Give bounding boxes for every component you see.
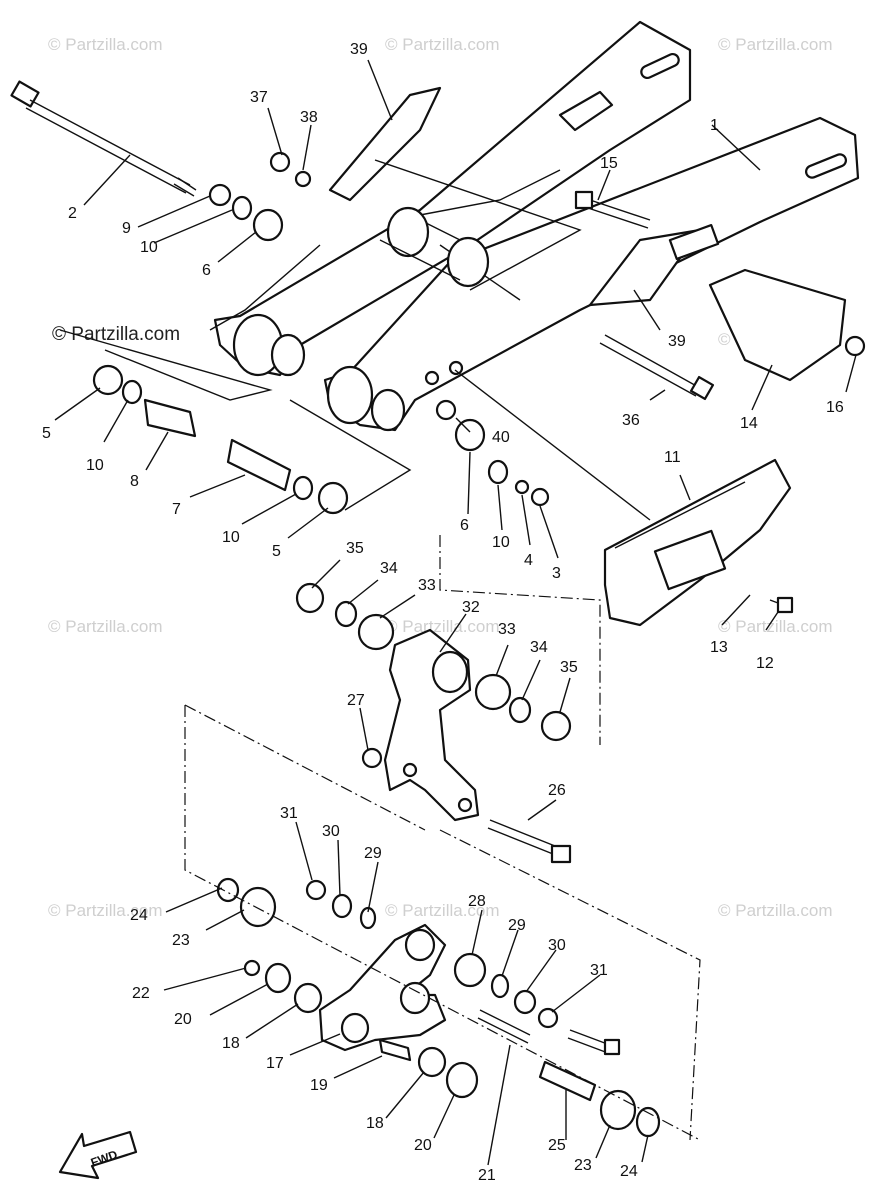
callout-number: 35 (560, 659, 578, 676)
callout-number: 18 (366, 1115, 384, 1132)
callout-number: 5 (42, 425, 51, 442)
callout-number: 39 (350, 41, 368, 58)
callout-number: 31 (280, 805, 298, 822)
watermark: © Partzilla.com (718, 901, 833, 920)
relay-arm (383, 628, 480, 822)
callout-number: 26 (548, 782, 566, 799)
callout-number: 37 (250, 89, 268, 106)
callout-number: 30 (548, 937, 566, 954)
callout-number: 20 (414, 1137, 432, 1154)
watermark: © Partzilla.com (48, 617, 163, 636)
leader-lines (54, 59, 857, 1166)
callout-number: 4 (524, 552, 533, 569)
watermark: © Partzilla.com (48, 35, 163, 54)
assembly-lines (59, 159, 701, 1141)
callout-number: 27 (347, 692, 365, 709)
callout-number: 16 (826, 399, 844, 416)
callout-number: 10 (140, 239, 158, 256)
callout-number: 13 (710, 639, 728, 656)
callout-number: 18 (222, 1035, 240, 1052)
callout-number: 20 (174, 1011, 192, 1028)
callout-number: 23 (172, 932, 190, 949)
connecting-rod (318, 923, 447, 1052)
chain-guard (328, 86, 866, 382)
callout-number: 33 (498, 621, 516, 638)
callout-number: 33 (418, 577, 436, 594)
callout-number: 34 (380, 560, 398, 577)
callout-number: 40 (492, 429, 510, 446)
callout-number: 24 (620, 1163, 638, 1180)
callout-number: 3 (552, 565, 561, 582)
callout-number: 36 (622, 412, 640, 429)
callout-number: 6 (460, 517, 469, 534)
callout-number: 10 (492, 534, 510, 551)
callout-number: 6 (202, 262, 211, 279)
callout-number: 23 (574, 1157, 592, 1174)
callout-number: 8 (130, 473, 139, 490)
callout-number: 34 (530, 639, 548, 656)
callout-number: 12 (756, 655, 774, 672)
watermark: © Partzilla.com (718, 35, 833, 54)
callout-number: 5 (272, 543, 281, 560)
watermark: © Partzilla.com (385, 901, 500, 920)
callout-number: 32 (462, 599, 480, 616)
watermark-strong: © Partzilla.com (52, 324, 180, 345)
callout-number: 10 (222, 529, 240, 546)
callout-number: 10 (86, 457, 104, 474)
callout-number: 7 (172, 501, 181, 518)
callout-number: 21 (478, 1167, 496, 1184)
callout-number: 25 (548, 1137, 566, 1154)
callout-number: 35 (346, 540, 364, 557)
fasteners (10, 80, 794, 1056)
callout-number: 9 (122, 220, 131, 237)
watermark: © Partzilla.com (385, 617, 500, 636)
callout-number: 38 (300, 109, 318, 126)
callout-number: 22 (132, 985, 150, 1002)
watermark: © Partzilla.com (385, 35, 500, 54)
callout-number: 15 (600, 155, 618, 172)
callout-number: 2 (68, 205, 77, 222)
callout-number: 31 (590, 962, 608, 979)
callout-number: 19 (310, 1077, 328, 1094)
callout-number: 39 (668, 333, 686, 350)
chain-slider (603, 458, 792, 627)
forward-direction-arrow: FWD (58, 1130, 138, 1180)
watermark: © Partzilla.com (48, 901, 163, 920)
callout-number: 17 (266, 1055, 284, 1072)
callout-number: 29 (364, 845, 382, 862)
swingarm (213, 20, 860, 432)
callout-number: 28 (468, 893, 486, 910)
callout-number: 29 (508, 917, 526, 934)
callout-labels: 1 2 3 4 5 5 6 6 7 8 9 10 10 10 10 11 12 … (42, 41, 844, 1184)
bushings-and-washers (92, 151, 661, 1138)
watermark: © Partzilla.com (718, 617, 833, 636)
callout-number: 14 (740, 415, 758, 432)
callout-number: 11 (664, 449, 681, 466)
callout-number: 24 (130, 907, 148, 924)
callout-number: 30 (322, 823, 340, 840)
callout-number: 1 (710, 117, 719, 134)
